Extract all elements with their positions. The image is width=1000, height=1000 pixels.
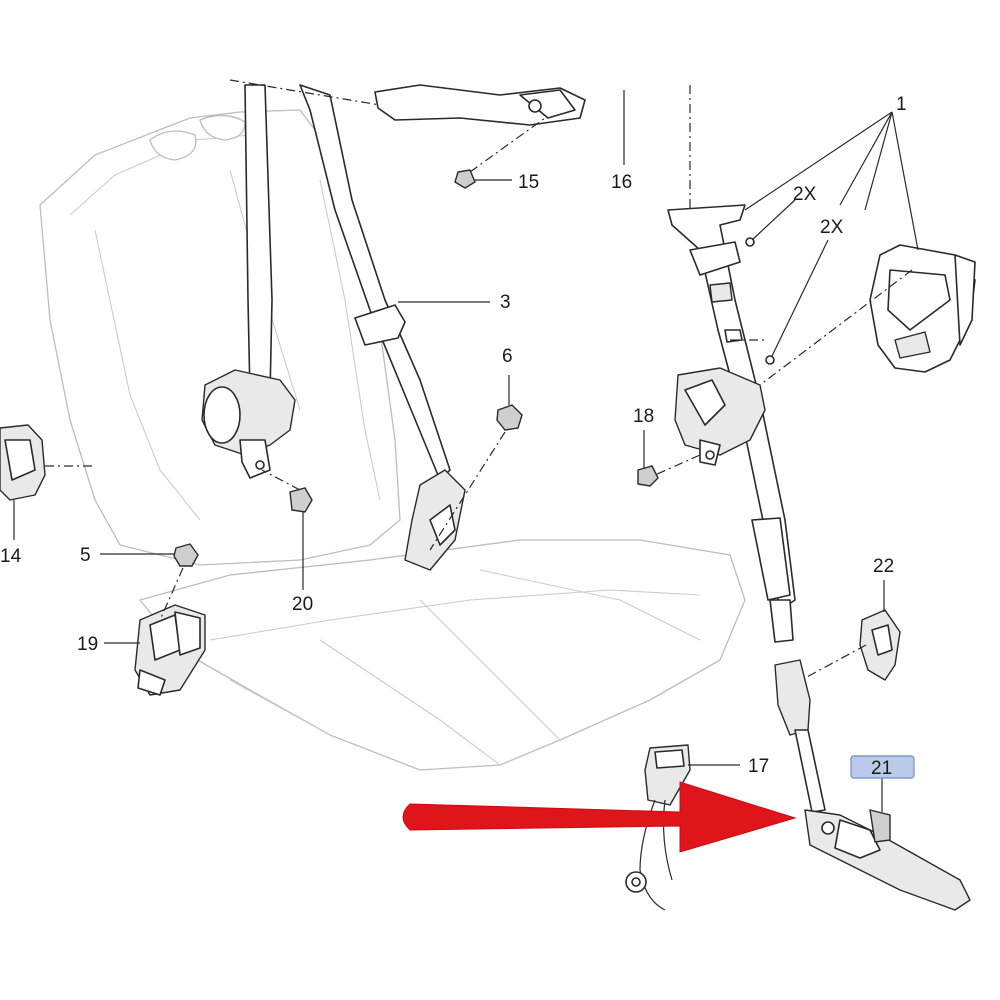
callout-5: 5 xyxy=(80,545,91,566)
callout-18: 18 xyxy=(633,406,654,427)
belt-guide xyxy=(354,304,406,346)
outboard-belt-assembly xyxy=(667,204,796,643)
bolt-20-icon xyxy=(289,487,313,513)
callout-2x-a: 2X xyxy=(793,184,817,205)
leader-lines xyxy=(100,85,919,812)
callout-labels: 1 2X 2X 3 5 6 14 15 16 17 18 19 20 21 22 xyxy=(0,94,907,779)
callout-22: 22 xyxy=(873,556,894,577)
rear-seat-outline xyxy=(39,109,746,771)
callout-6: 6 xyxy=(502,346,513,367)
center-belt-assembly xyxy=(201,84,466,571)
callout-2x-b: 2X xyxy=(820,217,844,238)
buckle-head xyxy=(774,659,811,736)
callout-15: 15 xyxy=(518,172,539,193)
upper-anchor xyxy=(689,241,741,276)
red-pointer-arrow-icon xyxy=(402,781,797,853)
fasteners xyxy=(173,169,775,567)
buckle-cable xyxy=(794,729,826,813)
retractor-trim-cover xyxy=(869,244,976,373)
dash-leader-top xyxy=(229,79,381,106)
callout-21-highlight xyxy=(850,755,915,779)
callout-20: 20 xyxy=(292,594,313,615)
part-19-buckle-pair xyxy=(134,604,206,696)
callout-19: 19 xyxy=(77,634,98,655)
belt-tongue xyxy=(751,517,791,601)
callout-1: 1 xyxy=(896,94,907,115)
part-14-bracket xyxy=(0,424,95,540)
top-trim-bracket xyxy=(229,79,586,126)
callout-17: 17 xyxy=(748,756,769,777)
nut-5-icon xyxy=(173,543,199,567)
retractor-spool xyxy=(203,386,241,444)
screw-2x-b-icon xyxy=(765,355,775,365)
part-17-buckle xyxy=(625,744,691,911)
callout-14: 14 xyxy=(0,546,22,567)
callout-21: 21 xyxy=(871,758,892,779)
callout-3: 3 xyxy=(500,292,511,313)
bolt-15-icon xyxy=(454,169,476,189)
nut-6-icon xyxy=(496,404,523,431)
buckle-pretensioner-assembly xyxy=(774,659,971,911)
part-22-anchor xyxy=(859,609,901,681)
outboard-webbing xyxy=(667,204,796,611)
bolt-18-icon xyxy=(637,465,659,487)
callout-16: 16 xyxy=(611,172,632,193)
